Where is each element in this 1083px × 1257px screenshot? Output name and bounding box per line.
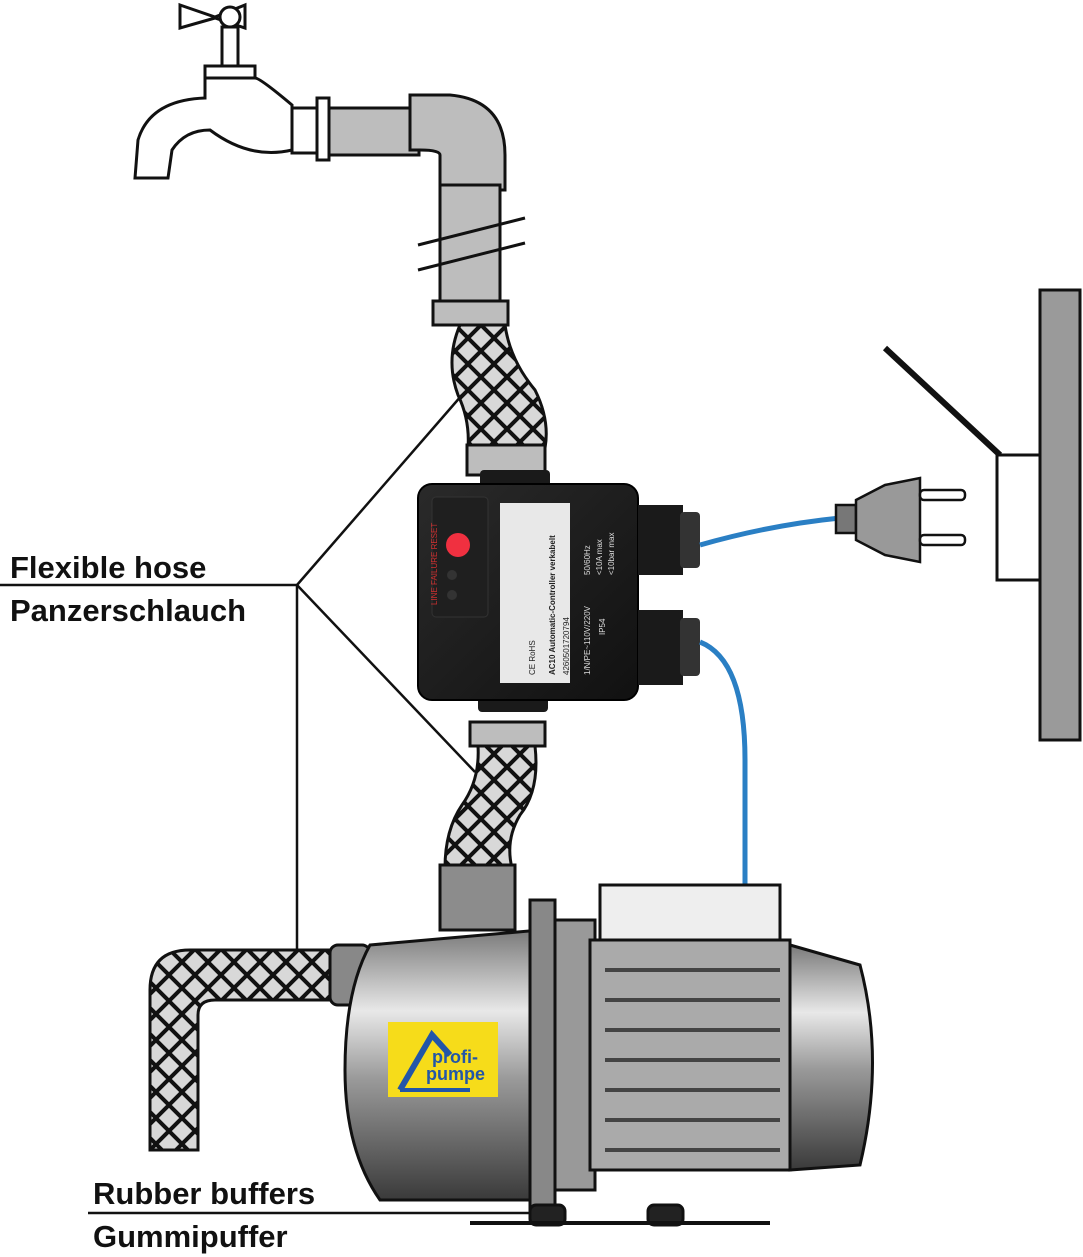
controller-model: AC10 Automatic-Controller verkabelt	[548, 535, 557, 675]
pressure-controller: LINE FAILURE RESET AC10 Automatic-Contro…	[417, 470, 700, 712]
label-rubber-buffers: Rubber buffers	[93, 1176, 315, 1211]
controller-frequency: 50/60Hz	[583, 545, 592, 575]
power-plug	[834, 476, 967, 564]
suction-hose	[148, 948, 342, 1152]
lower-flexible-hose	[443, 744, 538, 870]
label-flexible-hose: Flexible hose	[10, 550, 206, 585]
logo-line2: pumpe	[426, 1064, 485, 1084]
wall-socket	[882, 288, 1082, 742]
pump	[328, 863, 874, 1227]
status-labels: LINE FAILURE RESET	[430, 523, 439, 605]
controller-ip: IP54	[598, 618, 607, 635]
power-cable	[699, 515, 841, 548]
lower-coupling	[468, 720, 547, 748]
controller-current: <10A max	[595, 539, 604, 575]
water-tap	[133, 2, 331, 180]
upper-flexible-hose	[450, 323, 548, 450]
controller-cert: CE RoHS	[528, 640, 537, 675]
reset-button[interactable]	[446, 533, 470, 557]
controller-voltage: 1/N/PE~110V/220V	[583, 605, 592, 675]
water-pipe	[327, 93, 526, 327]
pump-cable	[698, 639, 748, 887]
logo-line1: profi-	[432, 1047, 478, 1067]
controller-barcode: 4260501720794	[562, 617, 571, 675]
profi-pumpe-logo: profi- pumpe	[388, 1022, 498, 1097]
callout-lines	[0, 394, 530, 1215]
controller-pressure: <10bar max	[607, 533, 616, 575]
label-panzerschlauch: Panzerschlauch	[10, 593, 246, 628]
label-gummipuffer: Gummipuffer	[93, 1219, 288, 1254]
